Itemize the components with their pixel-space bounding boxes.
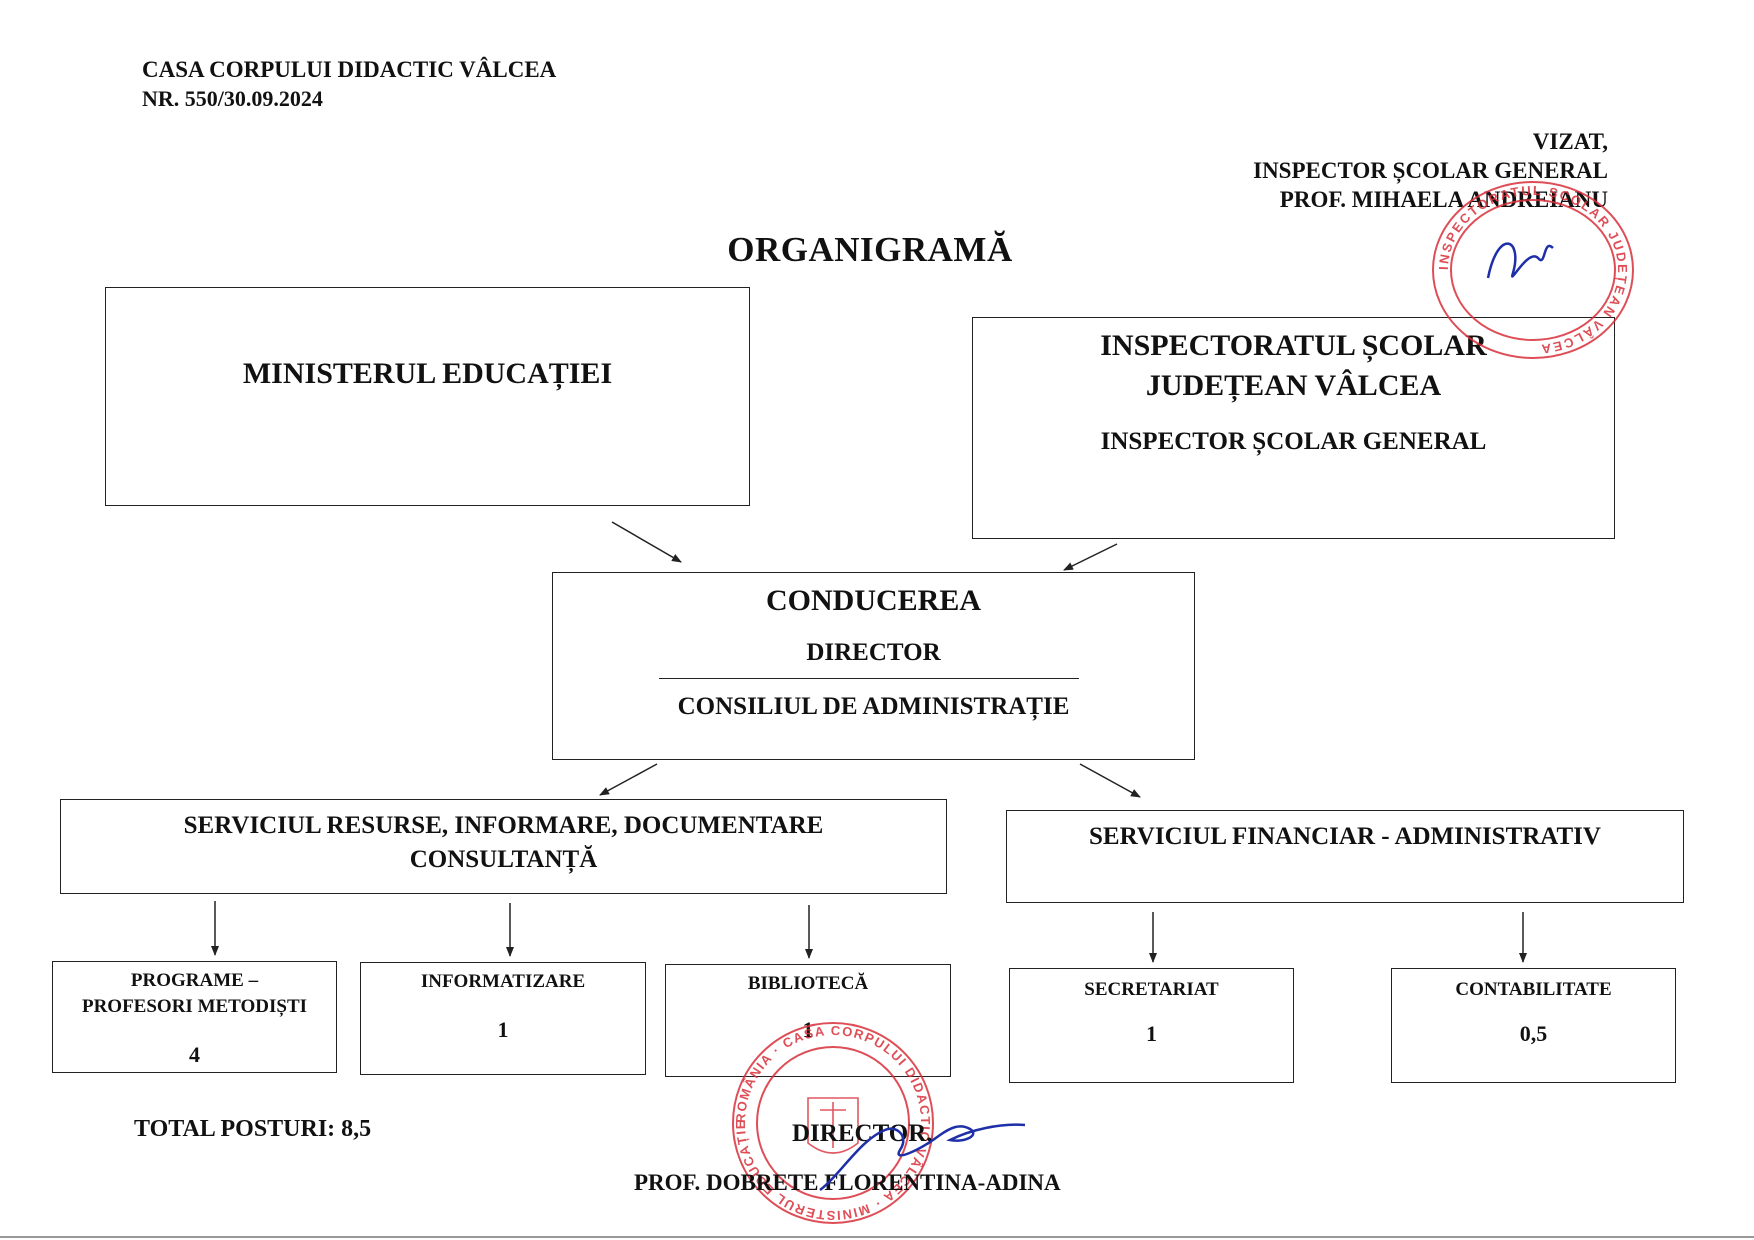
page-title: ORGANIGRAMĂ	[727, 230, 1013, 269]
approver-signature	[1486, 242, 1554, 279]
leadership-divider	[659, 678, 1079, 679]
unit-contabilitate-count: 0,5	[1519, 1021, 1548, 1046]
inspectorate-seal: INSPECTORATUL ȘCOLAR JUDEȚEAN VÂLCEA	[1432, 181, 1634, 359]
page-bottom-edge	[0, 1236, 1754, 1238]
unit-contabilitate: CONTABILITATE 0,5	[1391, 968, 1676, 1083]
director-role: DIRECTOR,	[792, 1120, 933, 1147]
inspectorate-line1: INSPECTORATUL ȘCOLAR	[1100, 329, 1487, 362]
total-posts: TOTAL POSTURI: 8,5	[134, 1116, 372, 1142]
institution-seal: ROMÂNIA · CASA CORPULUI DIDACTIC VÂLCEA …	[728, 1018, 934, 1224]
vizat-label: VIZAT,	[1532, 129, 1608, 154]
approver-role: INSPECTOR ȘCOLAR GENERAL	[1253, 158, 1608, 183]
unit-secretariat: SECRETARIAT 1	[1009, 968, 1294, 1083]
approver-name: PROF. MIHAELA ANDREIANU	[1279, 187, 1608, 212]
leadership-council: CONSILIUL DE ADMINISTRAȚIE	[677, 693, 1070, 720]
unit-biblioteca-count: 1	[802, 1017, 814, 1042]
unit-informatizare: INFORMATIZARE 1	[360, 962, 646, 1075]
inspectorate-line2: JUDEȚEAN VÂLCEA	[1145, 369, 1442, 402]
unit-informatizare-label: INFORMATIZARE	[420, 971, 586, 992]
resources-service-line2: CONSULTANȚĂ	[409, 846, 598, 873]
institution-name: CASA CORPULUI DIDACTIC VÂLCEA	[142, 57, 557, 82]
unit-contabilitate-label: CONTABILITATE	[1455, 979, 1612, 1000]
inspectorate-sub: INSPECTOR ȘCOLAR GENERAL	[1100, 428, 1487, 455]
arrow-ministry-to-leadership	[611, 521, 682, 563]
financial-service-box: SERVICIUL FINANCIAR - ADMINISTRATIV	[1006, 810, 1684, 903]
svg-text:INSPECTORATUL ȘCOLAR JUDEȚEAN: INSPECTORATUL ȘCOLAR JUDEȚEAN VÂLCEA	[1436, 183, 1630, 357]
arrow-inspectorate-to-leadership	[1063, 543, 1118, 571]
leadership-title: CONDUCEREA	[765, 584, 981, 617]
resources-service-line1: SERVICIUL RESURSE, INFORMARE, DOCUMENTAR…	[183, 812, 824, 839]
unit-programe-count: 4	[189, 1042, 200, 1067]
unit-informatizare-count: 1	[497, 1017, 509, 1042]
unit-secretariat-label: SECRETARIAT	[1084, 979, 1219, 1000]
director-signature	[819, 1123, 1026, 1191]
unit-secretariat-count: 1	[1146, 1021, 1157, 1046]
document-number: NR. 550/30.09.2024	[142, 86, 323, 111]
leadership-director: DIRECTOR	[806, 639, 941, 666]
ministry-box: MINISTERUL EDUCAȚIEI	[105, 287, 750, 506]
unit-programe: PROGRAME – PROFESORI METODIȘTI 4	[52, 961, 337, 1073]
unit-programe-line1: PROGRAME –	[130, 970, 259, 991]
arrow-leadership-to-resources	[599, 763, 658, 796]
inspectorate-box: INSPECTORATUL ȘCOLAR JUDEȚEAN VÂLCEA INS…	[972, 317, 1615, 539]
resources-service-box: SERVICIUL RESURSE, INFORMARE, DOCUMENTAR…	[60, 799, 947, 894]
unit-programe-line2: PROFESORI METODIȘTI	[81, 996, 308, 1017]
financial-service-label: SERVICIUL FINANCIAR - ADMINISTRATIV	[1089, 823, 1601, 850]
director-name: PROF. DOBRETE FLORENTINA-ADINA	[634, 1170, 1061, 1195]
ministry-label: MINISTERUL EDUCAȚIEI	[242, 357, 613, 390]
unit-biblioteca: BIBLIOTECĂ 1	[665, 964, 951, 1077]
arrow-leadership-to-financial	[1079, 763, 1141, 798]
seal-text-top: INSPECTORATUL ȘCOLAR JUDEȚEAN VÂLCEA	[1436, 183, 1628, 357]
leadership-box: CONDUCEREA DIRECTOR CONSILIUL DE ADMINIS…	[552, 572, 1195, 760]
unit-biblioteca-label: BIBLIOTECĂ	[747, 973, 869, 994]
